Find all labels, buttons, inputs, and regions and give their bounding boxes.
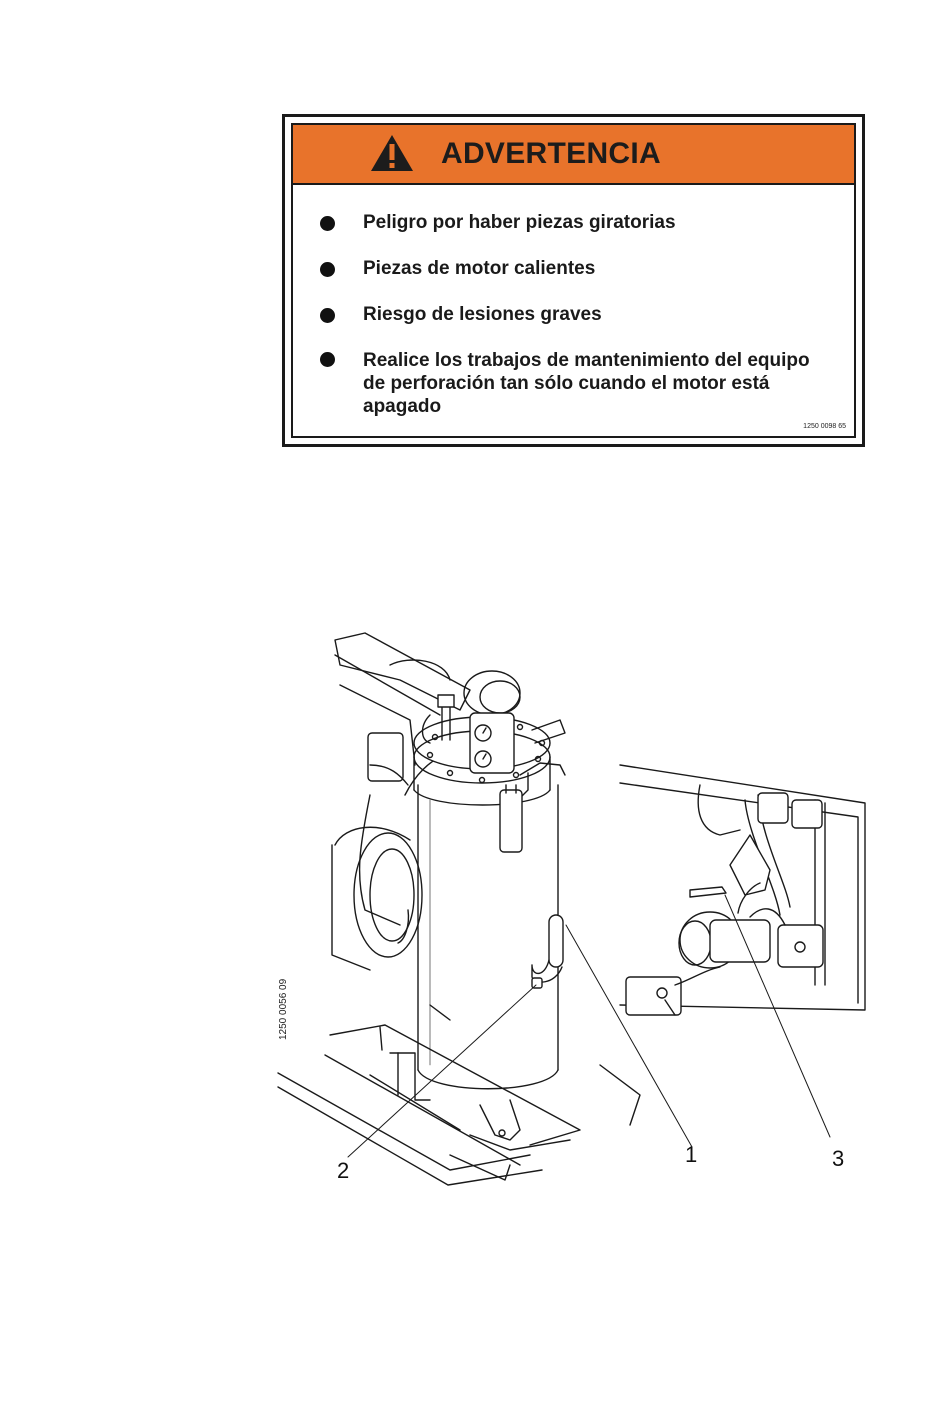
- bullet-icon: [320, 262, 335, 277]
- callout-1: 1: [685, 1142, 697, 1168]
- engine-block: [332, 633, 520, 970]
- warning-item-text: Riesgo de lesiones graves: [363, 303, 833, 326]
- pallet-base: [278, 1025, 640, 1185]
- warning-title: ADVERTENCIA: [441, 137, 661, 171]
- warning-sign: ADVERTENCIA Peligro por haber piezas gir…: [282, 114, 865, 447]
- callout-2: 2: [337, 1158, 349, 1184]
- air-receiver-tank: [390, 695, 565, 1140]
- inset-detail: [620, 765, 865, 1015]
- bullet-icon: [320, 216, 335, 231]
- warning-code: 1250 0098 65: [803, 423, 846, 430]
- warning-header: ADVERTENCIA: [293, 125, 854, 185]
- warning-item-text: Piezas de motor calientes: [363, 257, 833, 280]
- bullet-icon: [320, 352, 335, 367]
- tank-illustration: [270, 625, 870, 1225]
- figure-code: 1250 0056 09: [278, 979, 289, 1040]
- bullet-icon: [320, 308, 335, 323]
- warning-item-text: Peligro por haber piezas giratorias: [363, 211, 833, 234]
- warning-item-text: Realice los trabajos de mantenimiento de…: [363, 349, 823, 418]
- callout-3: 3: [832, 1146, 844, 1172]
- warning-sign-inner: ADVERTENCIA Peligro por haber piezas gir…: [291, 123, 856, 438]
- warning-triangle-icon: [369, 133, 415, 173]
